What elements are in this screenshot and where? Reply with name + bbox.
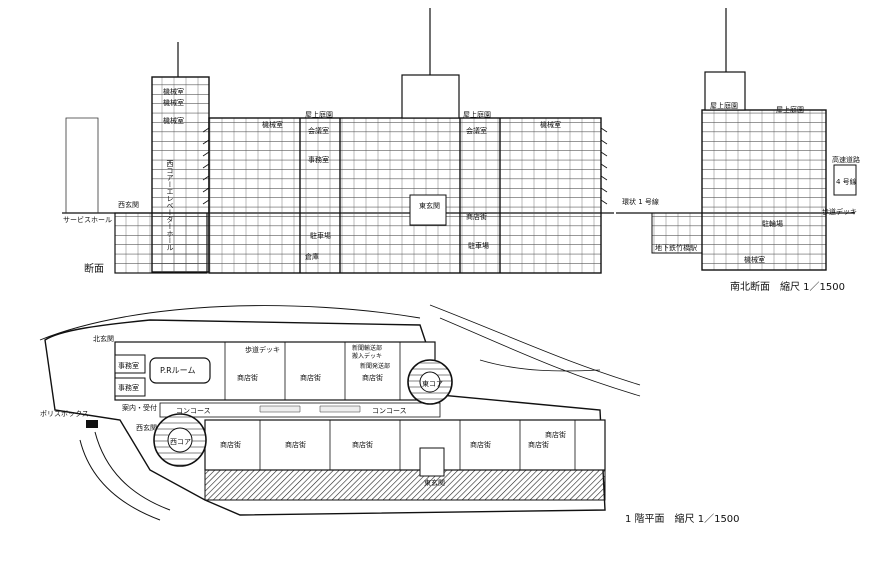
rooftop-penthouse xyxy=(401,74,460,119)
north-south-section: 屋上庭園 屋上庭園 高速道路 4 号線 環状 1 号線 歩道デッキ 地下鉄竹橋駅… xyxy=(616,8,860,293)
label-shopping-3: 商店街 xyxy=(362,373,383,382)
label-east-core: 東コア xyxy=(422,379,443,388)
label-police-box: ポリスボックス xyxy=(40,410,89,418)
label-west-core: 西コア xyxy=(170,438,191,446)
label-meeting-room-left: 会議室 xyxy=(308,126,329,135)
site-boundary-north xyxy=(39,305,421,341)
label-meeting-room-right: 会議室 xyxy=(466,126,487,135)
ns-penthouse xyxy=(704,71,746,111)
basement-west xyxy=(114,212,208,274)
label-west-entrance-plan: 西玄関 xyxy=(136,423,157,432)
label-shopping-1: 商店街 xyxy=(237,373,258,382)
office-room-2 xyxy=(114,377,146,397)
label-shopping-street-section: 商店街 xyxy=(466,212,487,221)
label-subway-station: 地下鉄竹橋駅 xyxy=(655,243,697,252)
label-rooftop-garden-right: 屋上庭園 xyxy=(463,110,491,119)
label-machine-room-2: 機械室 xyxy=(163,98,184,107)
label-service-hall: サービスホール xyxy=(63,215,112,224)
label-machine-room-1: 機械室 xyxy=(163,87,184,96)
label-machine-room-left: 機械室 xyxy=(262,120,283,129)
label-delivery-deck: 搬入デッキ xyxy=(352,352,382,360)
subway-block xyxy=(651,212,703,254)
label-shopping-7: 商店街 xyxy=(470,440,491,449)
main-office-block xyxy=(208,117,602,274)
label-machine-room-ns: 機械室 xyxy=(744,255,765,264)
label-shopping-2: 商店街 xyxy=(300,373,321,382)
label-elevated-deck-ns: 歩道デッキ xyxy=(822,207,857,216)
label-newspaper-office: 新聞発送部 xyxy=(360,362,390,370)
east-entrance-box xyxy=(409,194,447,226)
label-machine-room-3: 機械室 xyxy=(163,116,184,125)
label-rooftop-garden-ns-left: 屋上庭園 xyxy=(710,101,738,110)
label-newspaper-delivery: 新聞輸送部 xyxy=(352,344,382,352)
label-parking-section: 駐車場 xyxy=(310,231,331,240)
label-route-4: 4 号線 xyxy=(836,177,857,186)
label-reception: 案内・受付 xyxy=(122,403,157,412)
police-box-marker xyxy=(86,420,98,428)
label-north-entrance: 北玄関 xyxy=(93,334,114,343)
east-west-section: 機械室 機械室 機械室 西コアーエレベーターホール 西玄関 サービスホール 屋上… xyxy=(62,8,614,275)
label-concourse-2: コンコース xyxy=(372,407,407,415)
ns-tower xyxy=(701,109,827,271)
label-west-entrance-section: 西玄関 xyxy=(118,200,139,209)
ground-floor-plan: 北玄関 事務室 事務室 P.Rルーム 歩道デッキ 新聞輸送部 搬入デッキ 新聞発… xyxy=(39,304,740,525)
south-podium-band xyxy=(204,469,606,501)
label-storage-section: 倉庫 xyxy=(305,252,319,261)
label-pr-room: P.Rルーム xyxy=(160,366,195,375)
label-rooftop-garden-ns-right: 屋上庭園 xyxy=(776,105,804,114)
office-room-1 xyxy=(114,354,146,374)
label-office-1: 事務室 xyxy=(118,361,139,370)
service-hall-outline xyxy=(65,117,99,213)
label-machine-room-right: 機械室 xyxy=(540,120,561,129)
label-office-section: 事務室 xyxy=(308,155,329,164)
caption-east-west-section: 断面 xyxy=(84,262,104,275)
caption-ground-floor-plan: 1 階平面 縮尺 1／1500 xyxy=(625,512,740,525)
label-ring-road-1: 環状 1 号線 xyxy=(622,197,659,206)
caption-north-south-section: 南北断面 縮尺 1／1500 xyxy=(730,280,845,293)
east-entrance-plan xyxy=(419,447,445,477)
highway-box xyxy=(833,164,857,196)
label-east-entrance-plan: 東玄関 xyxy=(424,478,445,487)
label-concourse-1: コンコース xyxy=(176,407,211,415)
label-east-entrance-section: 東玄関 xyxy=(419,201,440,210)
label-parking-section-b: 駐車場 xyxy=(468,241,489,250)
label-office-2: 事務室 xyxy=(118,383,139,392)
label-shopping-6: 商店街 xyxy=(352,440,373,449)
shopping-arcade-band xyxy=(204,419,606,471)
label-west-core-elevator-hall: 西コアーエレベーターホール xyxy=(166,160,174,251)
label-highway: 高速道路 xyxy=(832,155,860,164)
label-shopping-8: 商店街 xyxy=(528,440,549,449)
label-shopping-5: 商店街 xyxy=(285,440,306,449)
label-rooftop-garden-left: 屋上庭園 xyxy=(305,110,333,119)
label-bicycle-parking: 駐輪場 xyxy=(762,219,783,228)
label-shopping-9: 商店街 xyxy=(545,430,566,439)
label-elevated-deck: 歩道デッキ xyxy=(245,345,280,354)
label-shopping-4: 商店街 xyxy=(220,440,241,449)
pr-room xyxy=(149,357,211,384)
